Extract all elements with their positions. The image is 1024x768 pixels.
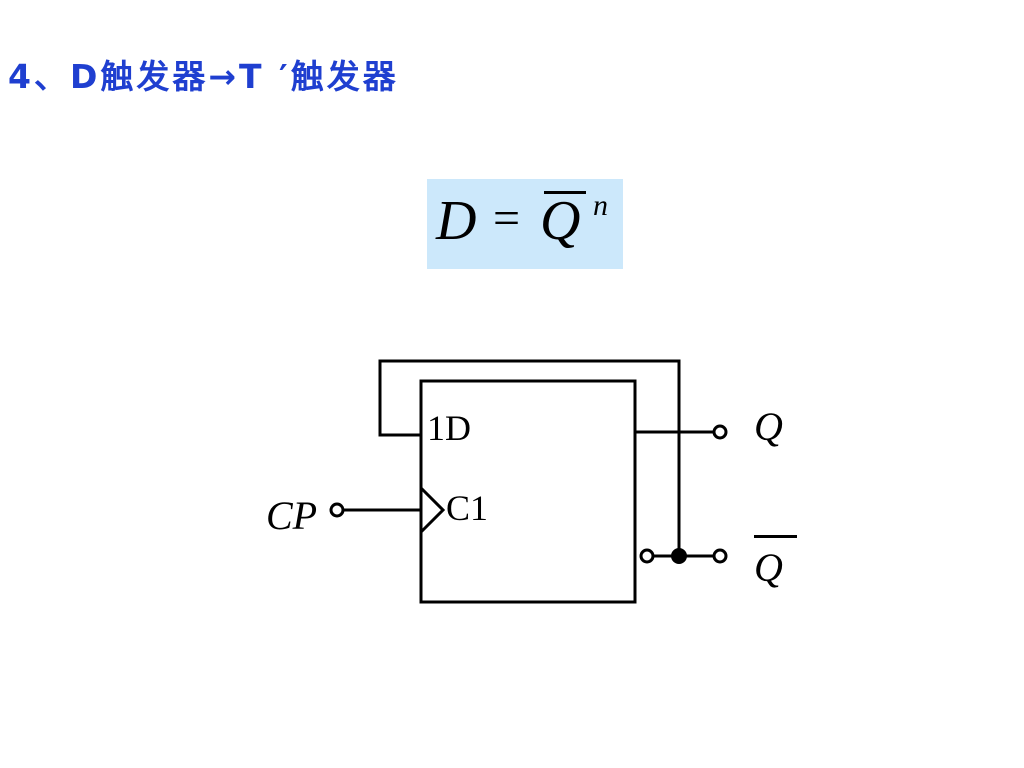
- q-terminal: [712, 424, 728, 440]
- pin-label-d: 1D: [427, 408, 471, 448]
- input-label-cp: CP: [266, 493, 318, 538]
- flipflop-body: [419, 379, 637, 604]
- cp-terminal: [329, 502, 345, 518]
- slide-title: 4、D触发器→T ′触发器: [8, 57, 399, 96]
- formula-rhs-superscript: n: [593, 189, 608, 222]
- output-label-qbar-overbar: [754, 535, 797, 538]
- output-label-q: Q: [754, 404, 783, 449]
- feedback-wire: [378, 359, 681, 556]
- formula-equals: =: [493, 192, 521, 245]
- pin-label-clock: C1: [446, 488, 489, 528]
- formula-rhs-base: Q: [540, 190, 581, 252]
- clock-edge-indicator: [419, 486, 446, 534]
- output-label-qbar: Q: [754, 545, 783, 590]
- qbar-inversion-bubble: [639, 548, 655, 564]
- qbar-terminal: [712, 548, 728, 564]
- formula-lhs: D: [436, 190, 477, 252]
- feedback-junction-dot: [671, 548, 687, 564]
- formula-overbar: [544, 191, 586, 194]
- formula-box: D = Q n: [427, 179, 623, 269]
